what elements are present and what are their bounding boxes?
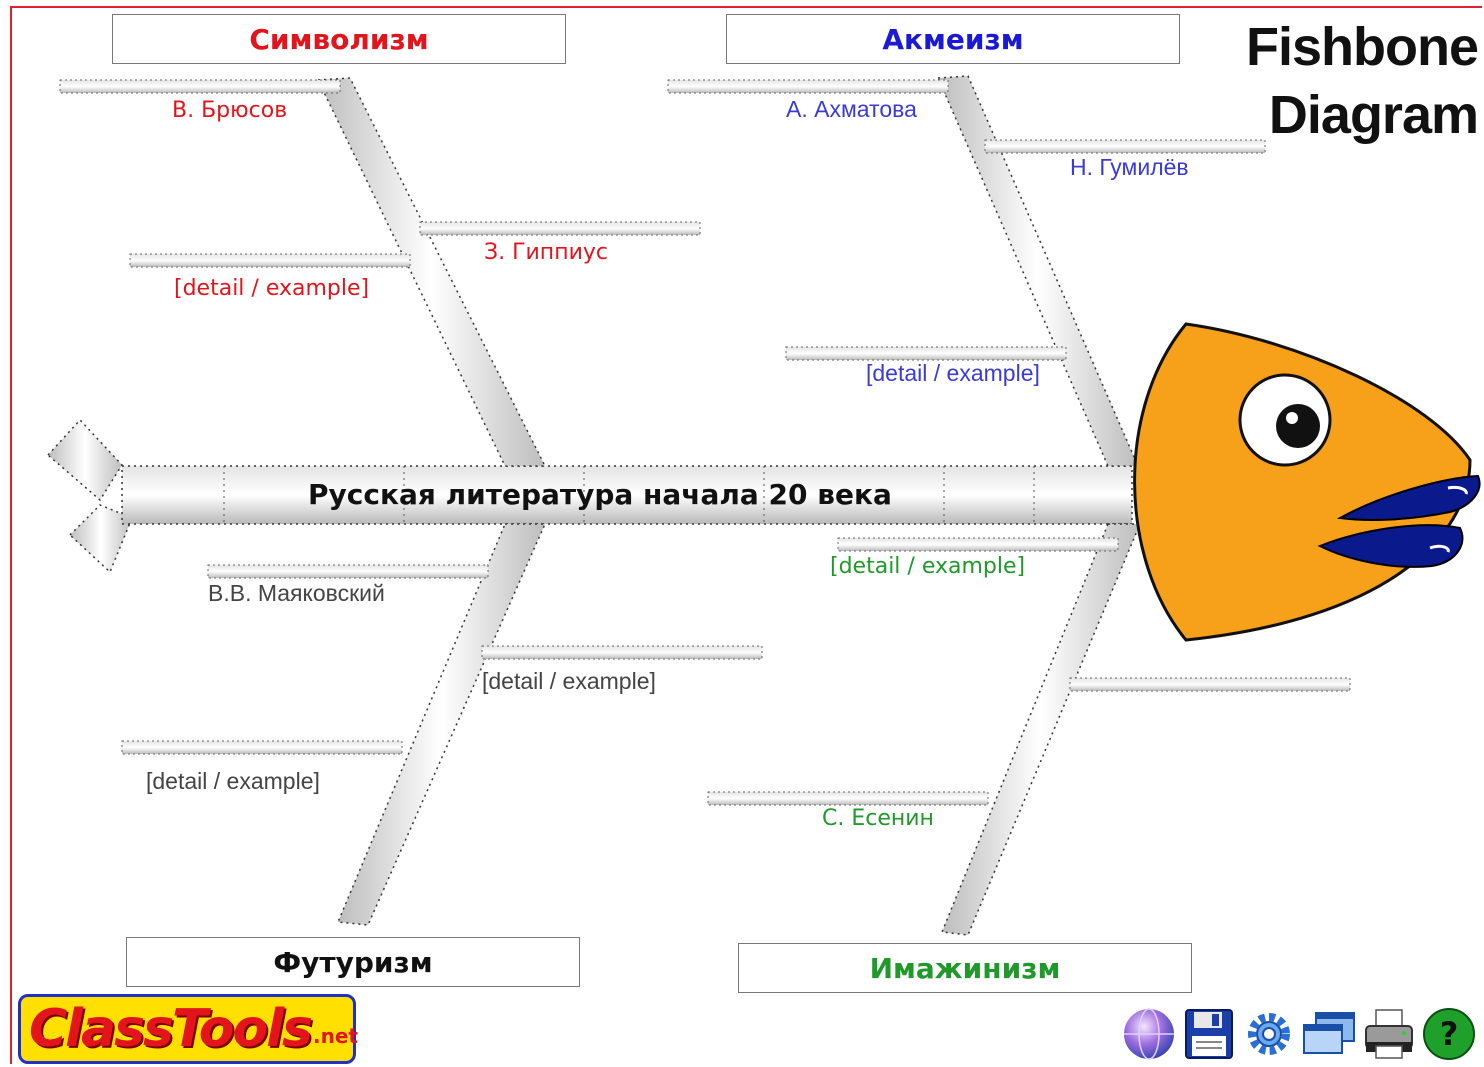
sub-bones: [59, 79, 1351, 806]
cause-akmeizm-detail[interactable]: [detail / example]: [866, 360, 1040, 386]
logo-suffix: .net: [312, 1024, 358, 1048]
print-icon[interactable]: [1362, 1007, 1416, 1061]
category-futurizm[interactable]: Футуризм: [126, 937, 580, 987]
diagram-title-line1: Fishbone: [1246, 17, 1479, 77]
cause-akhmatova[interactable]: А. Ахматова: [786, 96, 917, 122]
svg-text:?: ?: [1440, 1015, 1459, 1053]
fish-upper-lip: [1336, 474, 1481, 521]
main-spine: [121, 465, 1133, 525]
category-akmeizm[interactable]: Акмеизм: [726, 14, 1180, 64]
globe-icon[interactable]: [1122, 1007, 1176, 1061]
cause-brusov[interactable]: В. Брюсов: [172, 98, 288, 123]
classtools-logo[interactable]: ClassTools .net: [18, 994, 358, 1064]
bone-akmeizm: [936, 75, 1140, 467]
bone-imazhinizm: [940, 523, 1142, 936]
toolbar: ?: [1122, 1004, 1476, 1064]
bone-simvolizm: [316, 77, 547, 467]
fish-lower-lip: [1317, 524, 1464, 568]
help-icon[interactable]: ?: [1422, 1007, 1476, 1061]
cause-esenin[interactable]: С. Есенин: [822, 806, 934, 831]
fish-tail: [46, 418, 133, 574]
diagram-title-line2: Diagram: [1268, 85, 1479, 145]
cause-simvolizm-detail[interactable]: [detail / example]: [174, 276, 370, 301]
windows-icon[interactable]: [1302, 1007, 1356, 1061]
save-icon[interactable]: [1182, 1007, 1236, 1061]
page-frame: [10, 6, 1482, 1064]
logo-text: ClassTools: [29, 999, 313, 1059]
settings-icon[interactable]: [1242, 1007, 1296, 1061]
spine-label[interactable]: Русская литература начала 20 века: [308, 478, 892, 511]
cause-imazhinizm-detail[interactable]: [detail / example]: [830, 554, 1026, 579]
cause-mayakovsky[interactable]: В.В. Маяковский: [208, 580, 385, 606]
category-simvolizm[interactable]: Символизм: [112, 14, 566, 64]
cause-gumilev[interactable]: Н. Гумилёв: [1070, 154, 1189, 180]
category-imazhinizm[interactable]: Имажинизм: [738, 943, 1192, 993]
cause-gippius[interactable]: З. Гиппиус: [484, 240, 608, 265]
fish-head: [1133, 322, 1481, 642]
cause-futurizm-detail-2[interactable]: [detail / example]: [146, 768, 320, 794]
cause-futurizm-detail-1[interactable]: [detail / example]: [482, 668, 656, 694]
bone-futurizm: [336, 523, 547, 926]
